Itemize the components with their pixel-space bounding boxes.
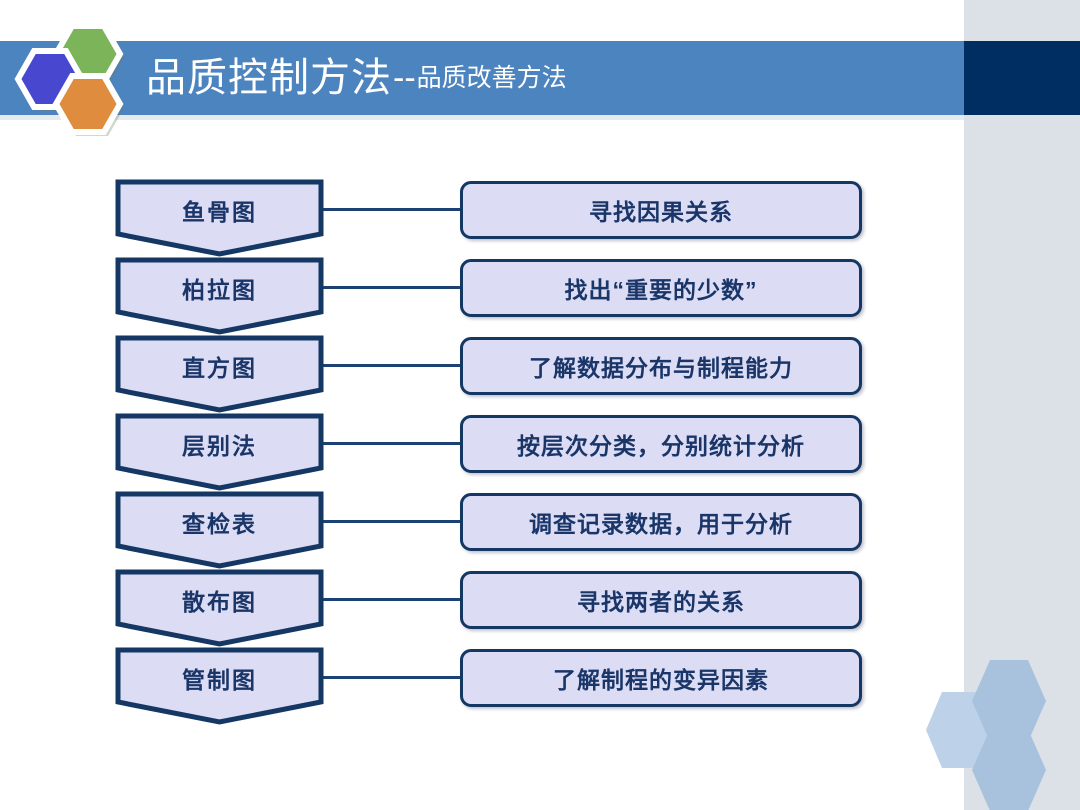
connector-line xyxy=(323,598,463,601)
method-node-shape xyxy=(115,647,324,725)
connector-line xyxy=(323,208,463,211)
flow-row: 管制图 了解制程的变异因素 xyxy=(0,647,964,725)
connector-line xyxy=(323,442,463,445)
method-node[interactable]: 层别法 xyxy=(115,413,324,491)
flow-diagram: 鱼骨图 寻找因果关系 柏拉图 找出“重要的少数” xyxy=(0,179,964,725)
page-title-separator: -- xyxy=(393,59,416,97)
page-title-sub: 品质改善方法 xyxy=(416,63,567,92)
method-node-shape xyxy=(115,491,324,569)
method-node-shape xyxy=(115,413,324,491)
purpose-node[interactable]: 寻找两者的关系 xyxy=(460,571,862,629)
method-node[interactable]: 鱼骨图 xyxy=(115,179,324,257)
method-node-shape xyxy=(115,569,324,647)
flow-row: 散布图 寻找两者的关系 xyxy=(0,569,964,647)
purpose-node-label: 了解数据分布与制程能力 xyxy=(529,355,793,381)
purpose-node[interactable]: 了解制程的变异因素 xyxy=(460,649,862,707)
page-title: 品质控制方法 -- 品质改善方法 xyxy=(146,41,567,115)
header-band-accent xyxy=(964,41,1080,115)
purpose-node-label: 按层次分类，分别统计分析 xyxy=(517,433,805,459)
purpose-node-label: 调查记录数据，用于分析 xyxy=(529,511,793,537)
method-node-shape xyxy=(115,335,324,413)
purpose-node-label: 寻找两者的关系 xyxy=(577,589,745,615)
connector-line xyxy=(323,520,463,523)
method-node-shape xyxy=(115,257,324,335)
purpose-node-label: 找出“重要的少数” xyxy=(564,277,758,303)
purpose-node[interactable]: 调查记录数据，用于分析 xyxy=(460,493,862,551)
page-title-main: 品质控制方法 xyxy=(146,56,392,100)
method-node-shape xyxy=(115,179,324,257)
decorative-hexagon-bottom-icon xyxy=(972,729,1046,810)
purpose-node[interactable]: 寻找因果关系 xyxy=(460,181,862,239)
flow-row: 鱼骨图 寻找因果关系 xyxy=(0,179,964,257)
purpose-node[interactable]: 按层次分类，分别统计分析 xyxy=(460,415,862,473)
decorative-hexagon-top-icon xyxy=(972,660,1046,742)
purpose-node[interactable]: 找出“重要的少数” xyxy=(460,259,862,317)
flow-row: 柏拉图 找出“重要的少数” xyxy=(0,257,964,335)
connector-line xyxy=(323,364,463,367)
method-node[interactable]: 查检表 xyxy=(115,491,324,569)
flow-row: 直方图 了解数据分布与制程能力 xyxy=(0,335,964,413)
method-node[interactable]: 散布图 xyxy=(115,569,324,647)
header-band xyxy=(0,41,964,115)
header-underline xyxy=(0,115,964,120)
purpose-node-label: 寻找因果关系 xyxy=(589,199,733,225)
purpose-node[interactable]: 了解数据分布与制程能力 xyxy=(460,337,862,395)
method-node[interactable]: 管制图 xyxy=(115,647,324,725)
logo-hexagon-cluster-icon xyxy=(14,23,124,136)
flow-row: 查检表 调查记录数据，用于分析 xyxy=(0,491,964,569)
purpose-node-label: 了解制程的变异因素 xyxy=(553,667,769,693)
flow-row: 层别法 按层次分类，分别统计分析 xyxy=(0,413,964,491)
connector-line xyxy=(323,676,463,679)
method-node[interactable]: 柏拉图 xyxy=(115,257,324,335)
method-node[interactable]: 直方图 xyxy=(115,335,324,413)
connector-line xyxy=(323,286,463,289)
